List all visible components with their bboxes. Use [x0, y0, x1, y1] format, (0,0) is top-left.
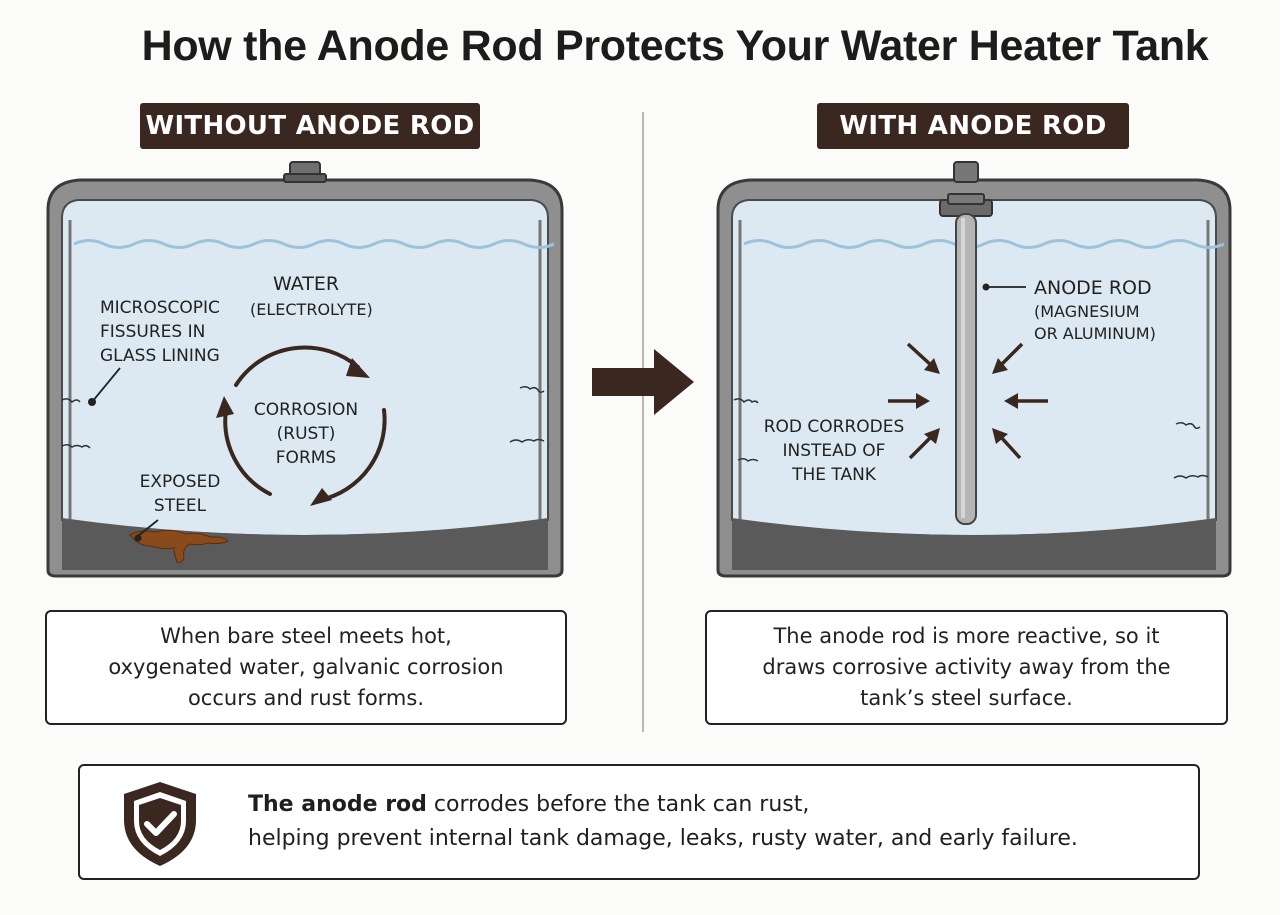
- summary-line2: helping prevent internal tank damage, le…: [248, 826, 1078, 851]
- shield-check-icon: [124, 782, 196, 866]
- anode-rod: [955, 213, 977, 525]
- description-line: When bare steel meets hot,: [160, 624, 452, 648]
- label-rod-corrodes-1: ROD CORRODES: [763, 417, 905, 437]
- description-line: The anode rod is more reactive, so it: [773, 624, 1160, 648]
- label-corrosion-3: FORMS: [275, 448, 337, 468]
- exposed-pointer: [137, 519, 159, 537]
- label-fissures-2: FISSURES IN: [100, 322, 206, 342]
- label-corrosion-1: CORROSION: [253, 400, 359, 420]
- description-with-anode: The anode rod is more reactive, so it dr…: [705, 610, 1228, 725]
- without-anode-badge: WITHOUT ANODE ROD: [140, 103, 480, 149]
- cycle-arrowhead: [346, 358, 370, 378]
- label-water: WATER: [273, 273, 340, 295]
- label-exposed-2: STEEL: [153, 496, 207, 516]
- description-without-anode: When bare steel meets hot, oxygenated wa…: [45, 610, 567, 725]
- summary-bold: The anode rod: [248, 792, 427, 817]
- water-surface: [743, 239, 1225, 249]
- fissure-crack: [733, 398, 759, 404]
- tank-bottom: [732, 518, 1216, 570]
- panel-divider: [642, 112, 644, 732]
- description-line: oxygenated water, galvanic corrosion: [108, 655, 504, 679]
- label-anode-rod: ANODE ROD: [1034, 277, 1152, 299]
- description-line: draws corrosive activity away from the: [762, 655, 1171, 679]
- summary-text: The anode rod corrodes before the tank c…: [248, 788, 1078, 856]
- fissure-crack: [61, 443, 91, 449]
- transition-arrow-icon: [592, 349, 694, 415]
- label-corrosion-2: (RUST): [276, 424, 336, 444]
- fissure-crack: [509, 438, 545, 443]
- tank-with-anode: [716, 161, 1232, 578]
- fissure-crack: [1173, 474, 1209, 479]
- cycle-arrowhead: [310, 488, 332, 506]
- label-electrolyte: (ELECTROLYTE): [250, 300, 373, 319]
- page-title: How the Anode Rod Protects Your Water He…: [141, 22, 1209, 70]
- summary-box: The anode rod corrodes before the tank c…: [78, 764, 1200, 880]
- fissure-crack: [61, 398, 81, 404]
- label-rod-corrodes-2: INSTEAD OF: [782, 441, 886, 461]
- label-fissures-1: MICROSCOPIC: [100, 298, 220, 318]
- label-rod-corrodes-3: THE TANK: [792, 465, 876, 485]
- label-anode-material-1: (MAGNESIUM: [1034, 302, 1140, 321]
- rust-patch: [129, 529, 229, 563]
- fissures-pointer: [91, 367, 121, 403]
- with-anode-badge: WITH ANODE ROD: [817, 103, 1129, 149]
- label-anode-material-2: OR ALUMINUM): [1034, 324, 1156, 343]
- label-fissures-3: GLASS LINING: [100, 346, 220, 366]
- description-line: occurs and rust forms.: [187, 686, 425, 710]
- fissure-crack: [1175, 421, 1201, 430]
- anode-rod-cap: [953, 161, 979, 183]
- water-surface: [73, 239, 555, 249]
- fissure-crack: [737, 457, 759, 462]
- description-line: tank’s steel surface.: [860, 686, 1073, 710]
- summary-line1: corrodes before the tank can rust,: [426, 792, 810, 817]
- inward-arrows: [888, 342, 1048, 460]
- corrosion-cycle: [223, 345, 387, 502]
- label-exposed-1: EXPOSED: [139, 472, 221, 492]
- fissure-crack: [519, 385, 545, 394]
- cycle-arrowhead: [216, 396, 234, 418]
- tank-without-anode: [46, 161, 564, 578]
